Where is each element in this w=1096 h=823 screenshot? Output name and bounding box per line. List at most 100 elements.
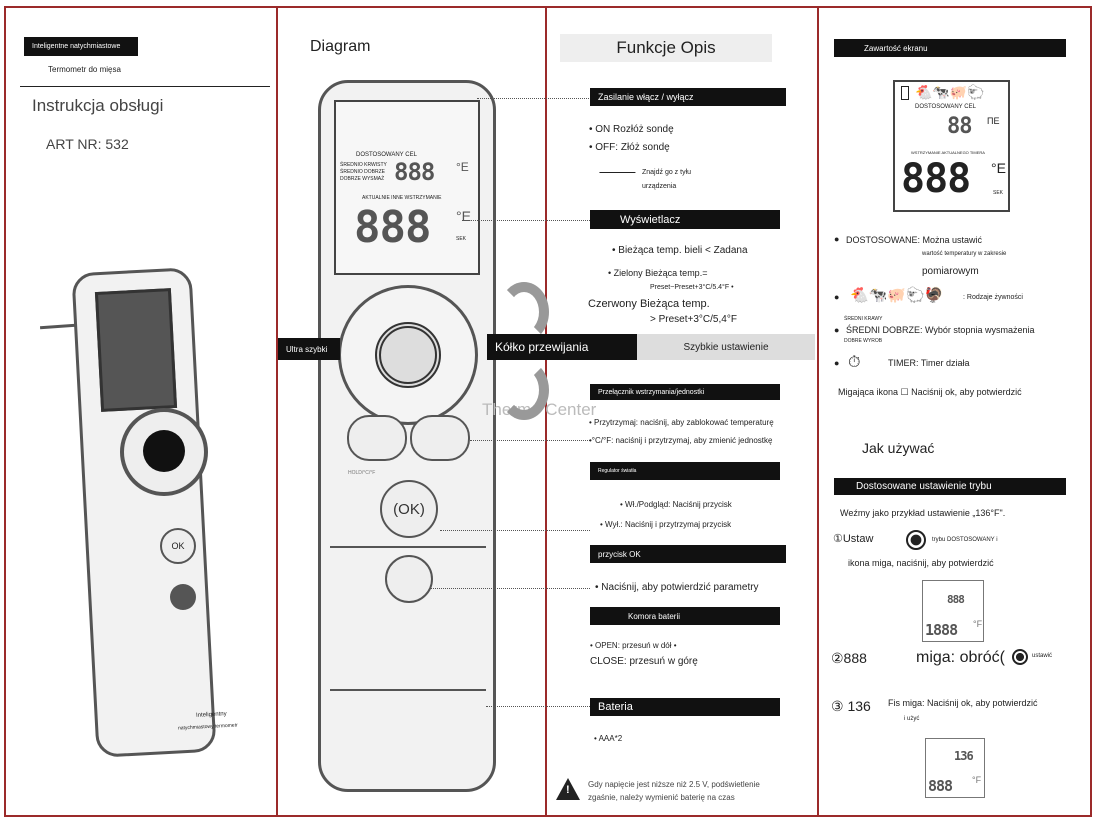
- bullet-2-dot: ●: [834, 292, 840, 302]
- page-frame: [4, 6, 1092, 817]
- probe-note-1: Znajdź go z tyłu: [642, 169, 692, 176]
- art-number: ART NR: 532: [46, 136, 129, 152]
- battery-line-1: • OPEN: przesuń w dół •: [590, 641, 677, 650]
- lcd-rare-label: ŚREDNIO KRWISTY: [340, 162, 387, 168]
- custom-desc-1: DOSTOSOWANE: Można ustawić: [846, 235, 983, 245]
- display-line-3: Preset~Preset+3°C/5.4°F •: [650, 284, 734, 291]
- ok-button-icon: (OK): [380, 480, 438, 538]
- bateria-header: Bateria: [590, 698, 780, 716]
- rotate-arrow-down-icon: [499, 360, 549, 420]
- step3-number: ③ 136: [831, 698, 871, 714]
- battery-line-2: CLOSE: przesuń w górę: [590, 656, 698, 667]
- product-subtitle: Termometr do mięsa: [48, 65, 121, 74]
- screen-lcd: 🐔🐄🐖🐑 DOSTOSOWANY CEL 88 ПE WSTRZYMANIE A…: [893, 80, 1010, 212]
- lcd-hold-label: AKTUALNIE INNE WSTRZYMANIE: [362, 195, 442, 201]
- doneness-small-2: DOBRE WYROB: [844, 338, 883, 344]
- divider-1: [276, 6, 278, 817]
- device-screen: [94, 288, 178, 412]
- mini-lcd-2-big: 888: [928, 777, 953, 795]
- lcd-sek-label: SEK: [993, 190, 1004, 196]
- mini-lcd-2-small: 136: [954, 749, 974, 763]
- food-icons: 🐔🐄🐖🐑: [915, 84, 985, 100]
- lcd-well-label: DOBRZE WYSMAŻ: [340, 176, 385, 182]
- lcd-unit-1: °E: [456, 160, 469, 174]
- blink-desc: Migająca ikona ☐ Naciśnij ok, aby potwie…: [838, 387, 1022, 397]
- light-header: Regulator światła: [590, 462, 780, 480]
- wheel-icon-2: [1012, 649, 1028, 665]
- display-line-2: • Zielony Bieżąca temp.=: [608, 268, 708, 278]
- timer-desc: TIMER: Timer działa: [888, 358, 970, 368]
- display-header: Wyświetlacz: [590, 210, 780, 229]
- hold-small-label: HOLD/°C/°F: [348, 470, 376, 476]
- step1-mode: trybu DOSTOSOWANY i: [932, 537, 998, 543]
- lcd-unit-2: °E: [456, 208, 471, 224]
- leader-battery: [486, 706, 590, 707]
- ok-button-icon: OK: [160, 528, 196, 564]
- display-line-5: > Preset+3°C/5,4°F: [650, 314, 737, 325]
- mini-lcd-1: 888 1888 °F: [922, 580, 984, 642]
- step1-confirm: ikona miga, naciśnij, aby potwierdzić: [848, 558, 994, 568]
- lcd-target-digits: 88: [947, 114, 972, 139]
- manual-title: Instrukcja obsługi: [32, 96, 164, 115]
- leader-power: [477, 98, 589, 99]
- wheel-center-icon: [375, 322, 441, 388]
- warning-line-1: Gdy napięcie jest niższe niż 2.5 V, podś…: [588, 780, 760, 789]
- hold-button-icon: [347, 415, 407, 461]
- doneness-desc: ŚREDNI DOBRZE: Wybór stopnia wysmażenia: [846, 325, 1035, 335]
- timer-icon: ⏱: [848, 354, 861, 371]
- diagram-heading: Diagram: [310, 38, 371, 55]
- mini-lcd-1-big: 1888: [925, 621, 958, 639]
- lcd-target-digits: 888: [394, 158, 435, 186]
- step2-number: ②888: [831, 650, 867, 666]
- step3-text: Fis miga: Naciśnij ok, aby potwierdzić: [888, 698, 1038, 708]
- light-line-2: • Wył.: Naciśnij i przytrzymaj przycisk: [600, 520, 732, 529]
- divider-3: [817, 6, 819, 817]
- ok-line-1: • Naciśnij, aby potwierdzić parametry: [595, 582, 759, 593]
- mini-lcd-1-small: 888: [947, 593, 965, 606]
- lcd-custom-label: DOSTOSOWANY CEL: [356, 152, 417, 158]
- bateria-line-1: • AAA*2: [594, 734, 623, 743]
- wheel-label: Kółko przewijania: [487, 334, 637, 360]
- light-button-icon: [385, 555, 433, 603]
- warning-mark: !: [566, 784, 570, 796]
- lcd-unit-2: °E: [991, 160, 1006, 176]
- screen-header: Zawartość ekranu: [834, 39, 1066, 57]
- wheel-icon: [906, 530, 926, 550]
- howto-heading: Jak używać: [862, 440, 935, 456]
- light-line-1: • Wł./Podgląd: Naciśnij przycisk: [620, 500, 732, 509]
- warning-icon: [556, 778, 580, 800]
- mode-header: Dostosowane ustawienie trybu: [834, 478, 1066, 495]
- functions-heading: Funkcje Opis: [560, 34, 772, 62]
- food-types-icon: 🐔🐄🐖🐑🦃: [850, 287, 944, 304]
- display-line-1: • Bieżąca temp. bieli < Zadana: [612, 245, 748, 256]
- product-badge: Inteligentne natychmiastowe: [24, 37, 138, 56]
- warning-line-2: zgaśnie, należy wymienić baterię na czas: [588, 793, 735, 802]
- example-text: Weźmy jako przykład ustawienie „136°F".: [840, 508, 1006, 518]
- step2-set: ustawić: [1032, 653, 1053, 659]
- custom-desc-2: wartość temperatury w zakresie: [922, 251, 1007, 257]
- display-line-4: Czerwony Bieżąca temp.: [588, 298, 710, 310]
- mini-lcd-2-unit: °F: [972, 775, 982, 785]
- divider-2: [545, 6, 547, 817]
- battery-compartment-header: Komora baterii: [590, 607, 780, 625]
- lcd-hold-label: WSTRZYMANIE AKTUALNEGO TIMERA: [911, 150, 985, 155]
- lcd-current-digits: 888: [901, 156, 971, 202]
- power-on-text: • ON Rozłóż sondę: [589, 124, 674, 135]
- wheel-center-icon: [143, 430, 185, 472]
- lcd-medium-label: ŚREDNIO DOBRZE: [340, 169, 386, 175]
- battery-icon: [901, 86, 909, 100]
- lcd-custom-label: DOSTOSOWANY CEL: [915, 104, 976, 110]
- leader-light: [430, 588, 590, 589]
- hold-line-1: • Przytrzymaj: naciśnij, aby zablokować …: [589, 418, 774, 427]
- bullet-3-dot: ●: [834, 325, 840, 335]
- mini-lcd-2: 136 888 °F: [925, 738, 985, 798]
- mini-lcd-1-unit: °F: [973, 619, 983, 629]
- unit-button-icon: [410, 415, 470, 461]
- light-button-icon: [170, 584, 196, 610]
- power-header: Zasilanie włącz / wyłącz: [590, 88, 786, 106]
- bullet-1-dot: ●: [834, 234, 840, 244]
- probe-note-2: urządzenia: [642, 183, 677, 190]
- power-off-text: • OFF: Złóż sondę: [589, 142, 670, 153]
- ultra-label: Ultra szybki: [278, 338, 340, 360]
- doneness-small-1: ŚREDNI KRAWY: [844, 316, 883, 322]
